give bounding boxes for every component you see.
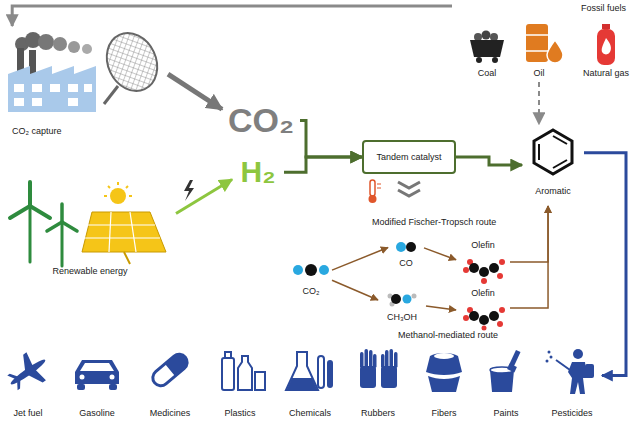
flow-arrow — [168, 74, 222, 109]
molecule-node: CH₃OH — [378, 286, 426, 326]
coal-icon — [470, 31, 504, 64]
lightning-icon — [184, 180, 194, 201]
node-label: Renewable energy — [52, 266, 127, 276]
node-label: CH₃OH — [387, 312, 417, 322]
node-label: Tandem catalyst — [376, 152, 441, 162]
product-node: Paints — [476, 342, 536, 422]
node-label: Gasoline — [79, 408, 115, 418]
flow-arrow — [510, 206, 548, 262]
node-label: Fibers — [431, 408, 456, 418]
plastics-icon — [222, 352, 265, 390]
node-label: Aromatic — [535, 186, 571, 196]
feed-node: H₂ — [232, 152, 284, 193]
flow-arrow — [176, 180, 232, 214]
source-group: Fossil fuelsCoal Oil Natural gas — [452, 0, 640, 84]
gloves-icon — [360, 349, 398, 388]
gas-cylinder-icon — [597, 24, 615, 65]
flow-arrow — [332, 280, 378, 300]
product-node: Gasoline — [67, 342, 127, 422]
node-label: CO — [399, 258, 413, 268]
benzene-icon — [534, 130, 572, 174]
node-label: Coal — [478, 68, 497, 78]
co-molecule — [396, 242, 416, 252]
node-label: Plastics — [224, 408, 255, 418]
chevron-icon — [398, 182, 420, 196]
product-node: Pesticides — [542, 342, 602, 422]
formula-label: CO₂ — [228, 101, 294, 140]
molecule-node: Olefin — [456, 240, 510, 284]
fuel-node: Natural gas — [576, 20, 636, 82]
product-node: Aromatic — [522, 124, 584, 206]
wind-turbine-icon — [10, 182, 77, 266]
node-label: Fossil fuels — [581, 3, 626, 13]
node-label: Medicines — [150, 408, 191, 418]
product-node: Jet fuel — [2, 342, 54, 422]
node-label: Olefin — [471, 288, 495, 298]
co2-molecule — [293, 264, 329, 276]
energy-node: Renewable energy — [4, 176, 176, 280]
flow-arrow — [284, 157, 362, 172]
flow-arrow — [12, 6, 452, 26]
product-node: Plastics — [210, 342, 270, 422]
process-box: Tandem catalyst — [362, 140, 456, 174]
chemicals-icon — [286, 352, 333, 390]
fuel-node: Coal — [462, 20, 512, 82]
methanol-molecule — [388, 294, 417, 307]
plane-icon — [1, 346, 55, 398]
node-label: CO₂ — [303, 286, 320, 296]
product-node: Rubbers — [348, 342, 408, 422]
molecule-node: CO — [388, 236, 424, 272]
capsule-icon — [150, 351, 191, 389]
route-label: Methanol-mediated route — [398, 330, 498, 340]
heat-icon — [369, 180, 382, 203]
flow-arrow — [538, 82, 540, 124]
flow-arrow — [456, 157, 522, 165]
flow-arrow — [426, 306, 456, 310]
flow-arrow — [584, 153, 626, 376]
molecule-node: CO₂ — [290, 256, 332, 300]
node-label: CO₂ capture — [12, 126, 62, 136]
node-label: Rubbers — [361, 408, 395, 418]
product-node: Fibers — [414, 342, 474, 422]
paint-icon — [490, 350, 521, 392]
capture-net — [98, 25, 167, 104]
product-node: Chemicals — [280, 342, 340, 422]
node-label: Chemicals — [289, 408, 331, 418]
flow-arrow — [424, 248, 456, 260]
node-label: Jet fuel — [13, 408, 42, 418]
formula-label: H₂ — [241, 155, 276, 190]
car-icon — [75, 360, 119, 390]
flow-arrow — [510, 206, 548, 308]
capture-node: CO₂ capture — [4, 26, 168, 138]
fuel-node: Oil — [514, 16, 564, 82]
oil-barrel-icon — [526, 24, 563, 63]
feed-node: CO₂ — [222, 98, 300, 143]
olefin-molecule — [463, 259, 505, 284]
flow-arrow — [332, 248, 388, 271]
factory-icon — [8, 32, 96, 112]
node-label: Pesticides — [551, 408, 592, 418]
node-label: Natural gas — [583, 68, 629, 78]
molecule-node: Olefin — [456, 288, 510, 328]
olefin-molecule — [463, 307, 505, 331]
fibers-icon — [426, 353, 462, 392]
node-label: Oil — [534, 68, 545, 78]
sprayer-icon — [546, 349, 595, 394]
flow-arrow — [300, 121, 362, 157]
node-label: Olefin — [471, 240, 495, 250]
node-label: Paints — [493, 408, 518, 418]
solar-icon — [82, 182, 166, 264]
route-label: Modified Fischer-Tropsch route — [372, 217, 496, 227]
product-node: Medicines — [140, 342, 200, 422]
